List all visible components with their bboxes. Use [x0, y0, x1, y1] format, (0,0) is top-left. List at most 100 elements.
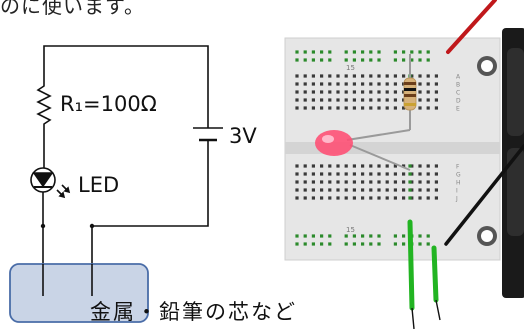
terminal-hole — [410, 172, 414, 176]
terminal-hole — [361, 98, 365, 102]
led-highlight — [322, 135, 334, 143]
right-wire — [91, 140, 209, 298]
terminal-hole — [377, 172, 381, 176]
terminal-hole — [418, 106, 422, 110]
rail-hole — [295, 58, 299, 62]
terminal-hole — [393, 98, 397, 102]
rail-hole — [418, 58, 422, 62]
terminal-hole — [303, 188, 307, 192]
resistor-band-4 — [404, 103, 416, 106]
battery-cell-1 — [507, 48, 524, 136]
terminal-hole — [336, 90, 340, 94]
terminal-hole — [336, 172, 340, 176]
probe-material-label: 金属・鉛筆の芯など — [90, 300, 297, 324]
terminal-hole — [328, 196, 332, 200]
terminal-hole — [344, 188, 348, 192]
terminal-hole — [336, 98, 340, 102]
terminal-hole — [418, 180, 422, 184]
terminal-hole — [320, 188, 324, 192]
terminal-hole — [385, 90, 389, 94]
connected-hole — [408, 164, 412, 168]
terminal-hole — [311, 98, 315, 102]
terminal-hole — [369, 82, 373, 86]
connected-hole — [408, 188, 412, 192]
terminal-hole — [320, 106, 324, 110]
terminal-hole — [369, 90, 373, 94]
terminal-hole — [320, 164, 324, 168]
rail-hole — [303, 234, 307, 238]
terminal-hole — [352, 98, 356, 102]
rail-hole — [344, 234, 348, 238]
rail-hole — [311, 50, 315, 54]
terminal-hole — [344, 82, 348, 86]
terminal-hole — [328, 172, 332, 176]
row-letter: B — [456, 82, 460, 89]
terminal-hole — [418, 196, 422, 200]
terminal-hole — [410, 196, 414, 200]
terminal-hole — [426, 172, 430, 176]
terminal-hole — [352, 164, 356, 168]
led-leg-cathode — [349, 144, 411, 171]
row-letter: F — [456, 164, 460, 171]
rail-hole — [377, 58, 381, 62]
terminal-hole — [410, 188, 414, 192]
terminal-hole — [434, 74, 438, 78]
rail-hole — [426, 58, 430, 62]
terminal-hole — [311, 172, 315, 176]
terminal-hole — [303, 180, 307, 184]
rail-hole — [328, 58, 332, 62]
terminal-hole — [393, 180, 397, 184]
terminal-hole — [385, 74, 389, 78]
terminal-hole — [418, 82, 422, 86]
terminal-hole — [426, 164, 430, 168]
terminal-hole — [328, 180, 332, 184]
connected-hole — [408, 180, 412, 184]
terminal-hole — [344, 196, 348, 200]
rail-hole — [295, 50, 299, 54]
rail-hole — [328, 234, 332, 238]
rail-hole — [426, 50, 430, 54]
terminal-hole — [377, 98, 381, 102]
red-wire — [446, 0, 497, 54]
led-symbol-triangle — [32, 172, 54, 188]
terminal-hole — [393, 90, 397, 94]
terminal-hole — [393, 106, 397, 110]
led-component — [315, 129, 411, 171]
terminal-hole — [369, 188, 373, 192]
terminal-hole — [434, 106, 438, 110]
terminal-hole — [434, 180, 438, 184]
row-letter: H — [456, 180, 461, 187]
terminal-hole — [344, 106, 348, 110]
rail-hole — [328, 242, 332, 246]
terminal-hole — [385, 98, 389, 102]
terminal-hole — [418, 90, 422, 94]
terminal-hole — [295, 90, 299, 94]
terminal-hole — [434, 172, 438, 176]
terminal-hole — [426, 74, 430, 78]
terminal-hole — [344, 164, 348, 168]
terminal-hole — [328, 106, 332, 110]
terminal-hole — [303, 106, 307, 110]
terminal-hole — [320, 74, 324, 78]
rail-hole — [303, 58, 307, 62]
rail-hole — [295, 242, 299, 246]
row-letter: D — [456, 98, 461, 105]
row-letter: J — [455, 196, 458, 203]
terminal-hole — [352, 196, 356, 200]
top-wire — [43, 45, 209, 128]
led-arrowhead-1 — [58, 191, 66, 199]
probe-wire-green-2 — [431, 245, 439, 303]
rail-hole — [426, 242, 430, 246]
rail-hole — [418, 234, 422, 238]
terminal-hole — [385, 188, 389, 192]
terminal-hole — [434, 188, 438, 192]
terminal-hole — [434, 82, 438, 86]
terminal-hole — [377, 196, 381, 200]
rail-hole — [320, 234, 324, 238]
terminal-hole — [426, 188, 430, 192]
terminal-hole — [303, 74, 307, 78]
rail-hole — [369, 58, 373, 62]
terminal-hole — [377, 180, 381, 184]
